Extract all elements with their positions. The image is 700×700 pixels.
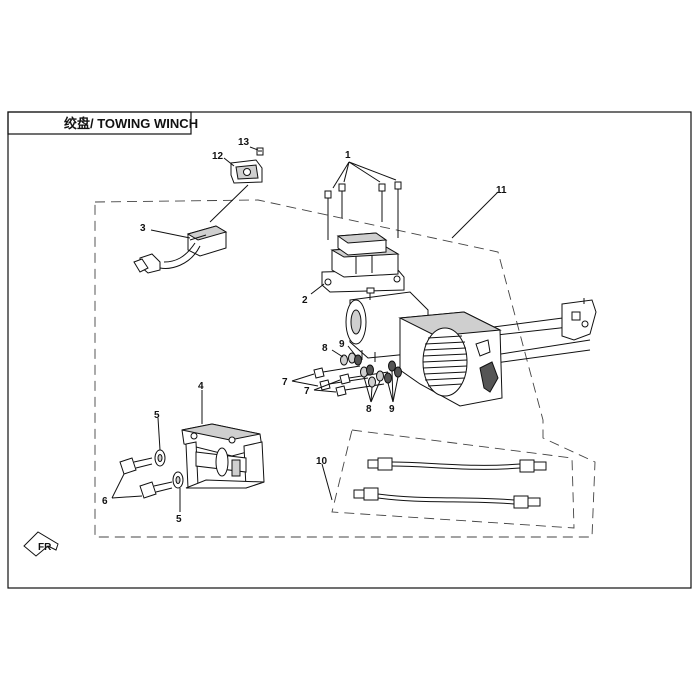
- outer-frame: [7, 111, 692, 589]
- callout-3: 3: [140, 223, 146, 234]
- callout-9a: 9: [339, 339, 345, 350]
- washer-5-upper: [154, 449, 166, 467]
- callout-8a: 8: [322, 343, 328, 354]
- callout-6: 6: [102, 496, 108, 507]
- cable-lower: [353, 487, 541, 509]
- assembly-boundary: [94, 199, 596, 538]
- callout-2: 2: [302, 295, 308, 306]
- callout-12: 12: [212, 151, 224, 162]
- svg-text:FR: FR: [38, 542, 52, 553]
- screw-13: [256, 147, 264, 156]
- diagram-title: 绞盘/ TOWING WINCH: [64, 116, 198, 131]
- lock-washers-9: [354, 354, 402, 384]
- bolts-7: [313, 365, 389, 397]
- front-direction-arrow: FR: [23, 531, 59, 557]
- bracket-12: [230, 159, 263, 184]
- fairlead-4: [181, 423, 265, 489]
- callout-7a: 7: [282, 377, 288, 388]
- washer-5-lower: [172, 471, 184, 489]
- bolts-6: [119, 457, 173, 499]
- cable-group-boundary: [331, 429, 575, 529]
- control-box-2: [321, 232, 405, 293]
- callout-10: 10: [316, 456, 328, 467]
- relay-3: [133, 225, 228, 274]
- title-box: [7, 111, 192, 135]
- callout-1: 1: [345, 150, 351, 161]
- cable-upper: [367, 457, 547, 473]
- callout-5a: 5: [154, 410, 160, 421]
- callout-4: 4: [198, 381, 204, 392]
- callout-11: 11: [496, 185, 507, 196]
- winch-11: [345, 287, 597, 407]
- callout-7b: 7: [304, 386, 310, 397]
- callout-5b: 5: [176, 514, 182, 525]
- drum-cable: [422, 335, 468, 387]
- callout-13: 13: [238, 137, 250, 148]
- callout-9b: 9: [389, 404, 395, 415]
- callout-8b: 8: [366, 404, 372, 415]
- bolts-1: [324, 181, 402, 240]
